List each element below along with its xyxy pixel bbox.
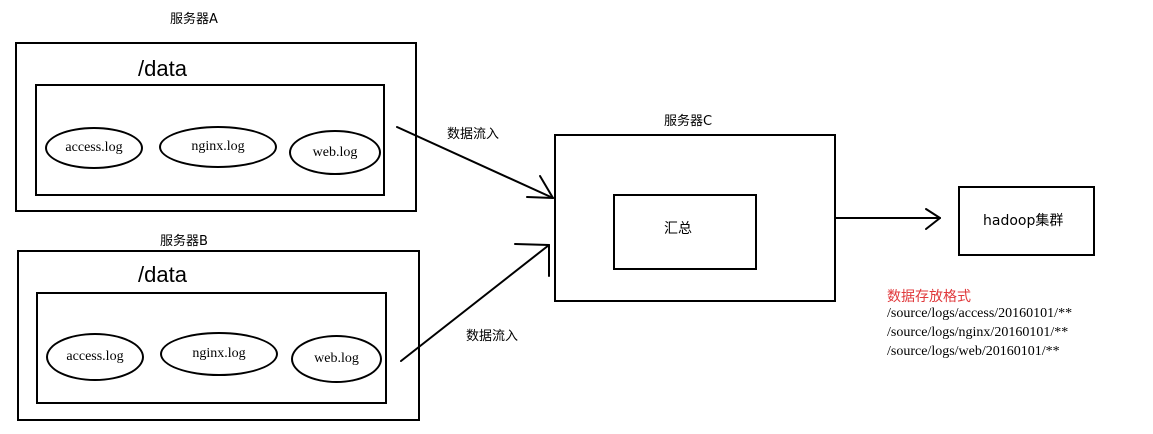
arrow-b-to-c xyxy=(400,244,550,362)
server-b-access-log: access.log xyxy=(46,333,144,381)
server-a-dir: /data xyxy=(138,56,187,81)
hadoop-cluster-label: hadoop集群 xyxy=(983,213,1064,229)
flow-label-a: 数据流入 xyxy=(447,127,500,142)
storage-path-web: /source/logs/web/20160101/** xyxy=(887,344,1060,359)
arrow-a-head-1 xyxy=(539,175,554,199)
storage-path-access: /source/logs/access/20160101/** xyxy=(887,306,1073,321)
server-c-title: 服务器C xyxy=(664,114,713,129)
server-b-box xyxy=(17,250,420,421)
server-a-access-log: access.log xyxy=(45,127,143,169)
aggregate-box xyxy=(613,194,757,270)
server-a-box xyxy=(15,42,417,212)
arrow-a-head-2 xyxy=(526,196,554,199)
arrow-hadoop-head-1 xyxy=(925,208,941,219)
arrow-b-head-1 xyxy=(514,243,550,246)
server-b-data-folder xyxy=(36,292,387,404)
server-b-nginx-log: nginx.log xyxy=(160,332,278,376)
hadoop-cluster-box xyxy=(958,186,1095,256)
server-a-nginx-log: nginx.log xyxy=(159,126,277,168)
arrow-hadoop-head-2 xyxy=(925,217,941,230)
storage-path-nginx: /source/logs/nginx/20160101/** xyxy=(887,325,1069,340)
server-b-web-log: web.log xyxy=(291,335,382,383)
arrow-a-to-c xyxy=(396,126,554,199)
flow-label-b: 数据流入 xyxy=(466,329,519,344)
server-a-data-folder xyxy=(35,84,385,196)
server-b-title: 服务器B xyxy=(160,234,208,249)
server-a-title: 服务器A xyxy=(170,12,218,27)
storage-format-title: 数据存放格式 xyxy=(887,289,971,305)
server-b-dir: /data xyxy=(138,262,187,287)
server-a-web-log: web.log xyxy=(289,130,381,175)
aggregate-label: 汇总 xyxy=(664,221,692,237)
